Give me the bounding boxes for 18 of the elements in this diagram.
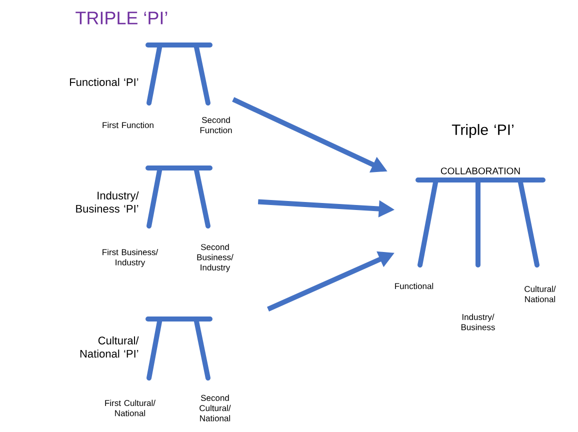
stool-drawing bbox=[146, 316, 212, 380]
leg-label: Functional bbox=[395, 282, 434, 290]
stool-drawing: COLLABORATION bbox=[416, 168, 546, 268]
stool-label: Triple ‘PI’ bbox=[452, 124, 514, 138]
leg-label: Second Business/ Industry bbox=[197, 244, 234, 272]
stool-drawing bbox=[146, 166, 212, 228]
leg-label: First Function bbox=[102, 122, 154, 128]
leg-label: Second Function bbox=[200, 116, 232, 134]
stool-label: Industry/ Business ‘PI’ bbox=[76, 191, 139, 213]
leg-label: Industry/ Business bbox=[461, 314, 495, 330]
leg-label: Second Cultural/ National bbox=[200, 394, 231, 422]
stool-label: Functional ‘PI’ bbox=[70, 78, 138, 86]
title: TRIPLE ‘PI’ bbox=[76, 12, 168, 24]
stool-drawing bbox=[146, 42, 212, 106]
leg-label: First Business/ Industry bbox=[102, 248, 158, 268]
leg-label: Cultural/ National bbox=[524, 286, 556, 302]
leg-label: First Cultural/ National bbox=[105, 400, 156, 416]
stool-label: Cultural/ National ‘PI’ bbox=[80, 336, 139, 358]
